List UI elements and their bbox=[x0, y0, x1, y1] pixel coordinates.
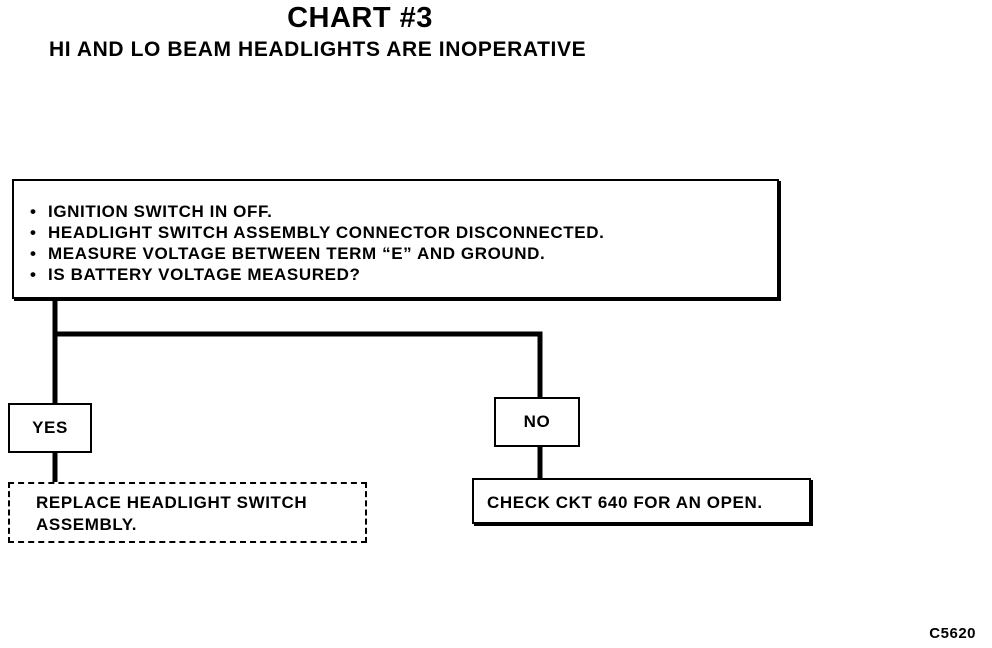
step-item: • MEASURE VOLTAGE BETWEEN TERM “E” AND GR… bbox=[30, 243, 777, 264]
no-result-box: CHECK CKT 640 FOR AN OPEN. bbox=[472, 478, 811, 524]
step-text: HEADLIGHT SWITCH ASSEMBLY CONNECTOR DISC… bbox=[48, 223, 605, 242]
bullet-icon: • bbox=[30, 265, 37, 284]
step-text: MEASURE VOLTAGE BETWEEN TERM “E” AND GRO… bbox=[48, 244, 546, 263]
figure-code: C5620 bbox=[929, 625, 976, 642]
chart-subtitle: HI AND LO BEAM HEADLIGHTS ARE INOPERATIV… bbox=[49, 38, 587, 61]
step-item: • IGNITION SWITCH IN OFF. bbox=[30, 201, 777, 222]
step-item: • IS BATTERY VOLTAGE MEASURED? bbox=[30, 264, 777, 285]
yes-result-line: ASSEMBLY. bbox=[36, 515, 138, 534]
no-label-box: NO bbox=[494, 397, 580, 447]
bullet-icon: • bbox=[30, 202, 37, 221]
step-list: • IGNITION SWITCH IN OFF. • HEADLIGHT SWIT… bbox=[30, 201, 777, 285]
chart-title: CHART #3 bbox=[287, 2, 433, 34]
step-item: • HEADLIGHT SWITCH ASSEMBLY CONNECTOR DIS… bbox=[30, 222, 777, 243]
bullet-icon: • bbox=[30, 244, 37, 263]
yes-result-box: REPLACE HEADLIGHT SWITCH ASSEMBLY. bbox=[8, 482, 367, 543]
yes-label-box: YES bbox=[8, 403, 92, 453]
step-text: IGNITION SWITCH IN OFF. bbox=[48, 202, 273, 221]
question-box: • IGNITION SWITCH IN OFF. • HEADLIGHT SWIT… bbox=[12, 179, 779, 299]
yes-result-line: REPLACE HEADLIGHT SWITCH bbox=[36, 493, 308, 512]
bullet-icon: • bbox=[30, 223, 37, 242]
step-text: IS BATTERY VOLTAGE MEASURED? bbox=[48, 265, 361, 284]
